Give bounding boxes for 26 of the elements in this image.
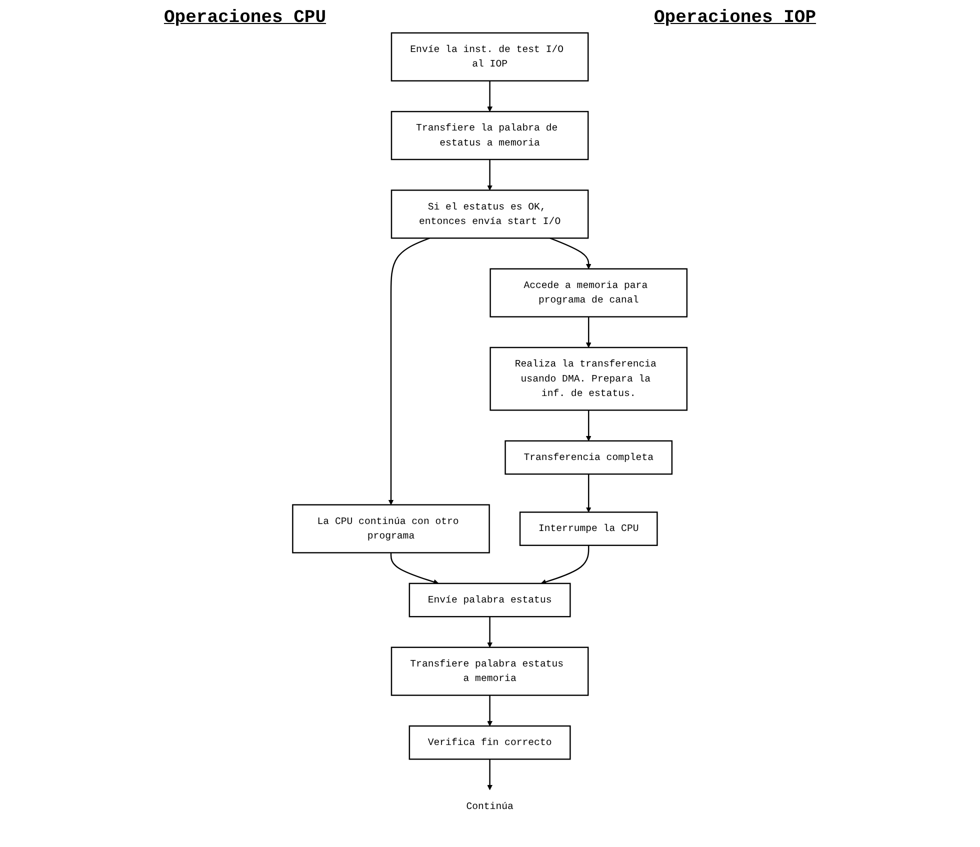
node-box: Si el estatus es OK, entonces envía start I/O (391, 190, 589, 239)
arrow (487, 160, 493, 190)
arrow (586, 410, 592, 442)
arrow (487, 695, 493, 726)
node-box: Transfiere palabra estatus a memoria (391, 646, 589, 696)
arrow (586, 316, 592, 348)
column-heading: Operaciones CPU (164, 8, 326, 28)
arrow (487, 616, 493, 648)
arrow (390, 552, 439, 585)
arrow (487, 759, 493, 790)
node-box: Interrumpe la CPU (520, 512, 658, 546)
arrow (487, 80, 493, 112)
node-box: Realiza la transferencia usando DMA. Prepara la inf. de estatus. (490, 346, 688, 411)
node-box: Transfiere la palabra de estatus a memoria (391, 110, 589, 160)
arrow (586, 474, 592, 512)
arrow (388, 238, 430, 506)
node-box: Accede a memoria para programa de canal (490, 268, 688, 318)
node-box: Envíe la inst. de test I/O al IOP (391, 32, 589, 82)
column-heading: Operaciones IOP (654, 8, 816, 28)
node-box: La CPU continúa con otro programa (292, 504, 490, 554)
arrow (541, 545, 590, 585)
node-text: Continúa (466, 800, 514, 812)
arrow (550, 238, 592, 270)
node-box: Verifica fin correcto (409, 725, 571, 760)
node-box: Transferencia completa (504, 440, 673, 475)
node-box: Envíe palabra estatus (409, 582, 571, 618)
